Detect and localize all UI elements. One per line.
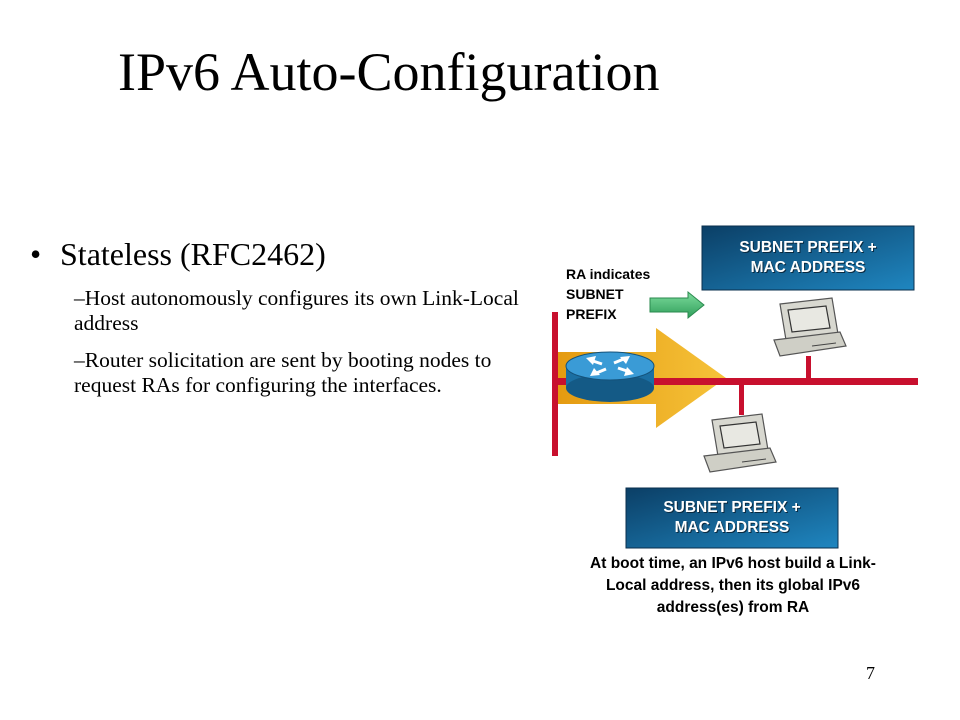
drop-line-host2 — [739, 383, 744, 415]
horizontal-link-line — [556, 378, 918, 385]
bottom-box-line2: MAC ADDRESS — [674, 519, 790, 536]
page-number: 7 — [866, 663, 875, 683]
sub-point-host: –Host autonomously configures its own Li… — [74, 286, 519, 335]
top-box-line1: SUBNET PREFIX + — [739, 239, 877, 256]
top-address-box — [701, 225, 915, 291]
top-box-label: SUBNET PREFIX + MAC ADDRESS — [702, 226, 914, 290]
computer-icon — [773, 297, 847, 357]
slide-title: IPv6 Auto-Configuration — [118, 42, 660, 102]
vertical-link-line — [552, 312, 558, 456]
main-bullet: • Stateless (RFC2462) — [30, 234, 326, 274]
bottom-box-label: SUBNET PREFIX + MAC ADDRESS — [626, 488, 838, 548]
bottom-box-line1: SUBNET PREFIX + — [663, 499, 801, 516]
ra-label: RA indicates SUBNET PREFIX — [566, 264, 650, 324]
drop-line-host1 — [806, 356, 811, 382]
router-icon — [565, 351, 655, 402]
bottom-address-box — [625, 487, 839, 549]
small-green-arrow-icon — [649, 290, 705, 320]
ra-label-line1: RA indicates — [566, 266, 651, 282]
diagram-caption: At boot time, an IPv6 host build a Link-… — [590, 555, 876, 616]
ra-label-line3: PREFIX — [566, 306, 617, 322]
bullet-marker: • — [30, 236, 42, 272]
sub-point-router: –Router solicitation are sent by booting… — [74, 348, 492, 397]
main-bullet-text: Stateless (RFC2462) — [60, 236, 326, 272]
ra-label-line2: SUBNET — [566, 286, 624, 302]
top-box-line2: MAC ADDRESS — [750, 259, 866, 276]
computer-icon — [703, 413, 777, 473]
